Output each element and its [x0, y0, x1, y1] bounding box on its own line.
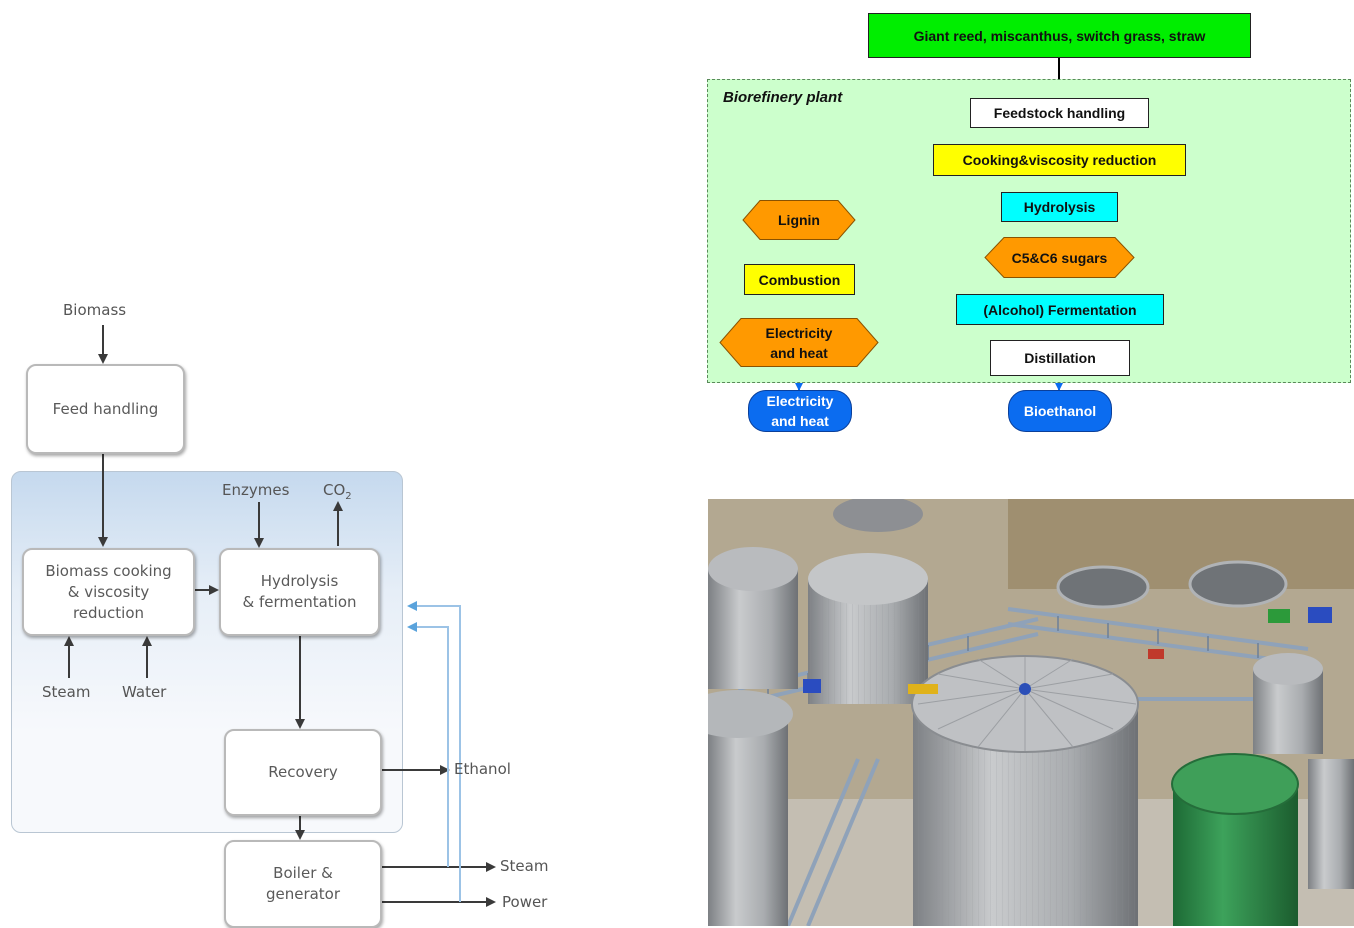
steam-output-label: Steam	[500, 857, 549, 875]
biomass-input-label: Biomass	[63, 301, 127, 319]
lignin-label: Lignin	[778, 212, 820, 228]
co2-text: CO	[323, 481, 346, 499]
electricity-heat-output: Electricity and heat	[748, 390, 852, 432]
bioethanol-output: Bioethanol	[1008, 390, 1112, 432]
ethanol-output-label: Ethanol	[454, 760, 511, 778]
lignin-hexagon: Lignin	[742, 200, 856, 240]
co2-subscript: 2	[345, 491, 352, 502]
electricity-heat-hexagon: Electricity and heat	[719, 318, 879, 367]
steam-input-label: Steam	[42, 683, 91, 701]
cooking-viscosity-box: Cooking&viscosity reduction	[933, 144, 1186, 176]
water-input-label: Water	[122, 683, 167, 701]
co2-label: CO2	[323, 481, 352, 502]
biomass-cooking-box: Biomass cooking & viscosity reduction	[22, 548, 195, 636]
hydrolysis-fermentation-box: Hydrolysis & fermentation	[219, 548, 380, 636]
feedstock-handling-box: Feedstock handling	[970, 98, 1149, 128]
sugars-label: C5&C6 sugars	[1011, 249, 1108, 266]
power-output-label: Power	[502, 893, 548, 911]
sugars-hexagon-shape	[984, 237, 1135, 278]
distillation-box: Distillation	[990, 340, 1130, 376]
electricity-heat-label: Electricity and heat	[765, 324, 833, 361]
combustion-box: Combustion	[744, 264, 855, 295]
boiler-generator-box: Boiler & generator	[224, 840, 382, 928]
construction-site-illustration	[708, 499, 1354, 926]
feed-handling-box: Feed handling	[26, 364, 185, 454]
lignin-hexagon-shape	[742, 200, 856, 240]
biorefinery-plant-label: Biorefinery plant	[723, 89, 843, 106]
enzymes-label: Enzymes	[222, 481, 290, 499]
alcohol-fermentation-box: (Alcohol) Fermentation	[956, 294, 1164, 325]
feedstock-box: Giant reed, miscanthus, switch grass, st…	[868, 13, 1251, 58]
recovery-box: Recovery	[224, 729, 382, 816]
hydrolysis-box: Hydrolysis	[1001, 192, 1118, 222]
c5-c6-sugars-hexagon: C5&C6 sugars	[984, 237, 1135, 278]
electricity-heat-hexagon-shape	[719, 318, 879, 367]
biorefinery-construction-photo	[708, 499, 1354, 926]
